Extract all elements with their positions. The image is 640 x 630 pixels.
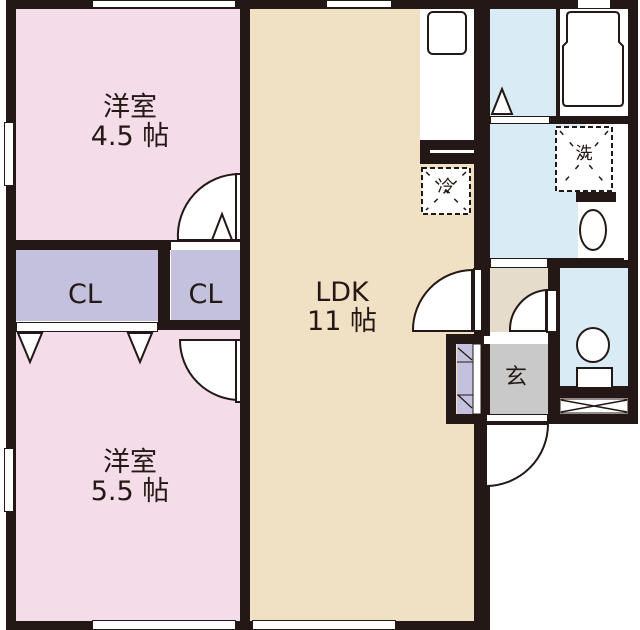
- bathtub-icon: [562, 11, 624, 107]
- sink-icon: [427, 11, 467, 55]
- toilet-floor: [560, 268, 628, 386]
- bath-right-strip: [624, 126, 628, 260]
- washroom-bottom-strip[interactable]: [490, 258, 548, 268]
- vent-icon: [560, 399, 628, 413]
- toilet-bowl-icon: [576, 327, 610, 363]
- washbasin-icon: [579, 209, 607, 251]
- wall-genkan-left: [446, 334, 456, 424]
- closet-1-floor: [15, 250, 159, 321]
- door-entrance: [485, 423, 550, 488]
- window-top-bath[interactable]: [578, 0, 610, 8]
- wall-closet-divider: [158, 240, 170, 330]
- ldk-size: 11 帖: [307, 306, 377, 338]
- wall-bath-divider: [556, 8, 560, 118]
- door-bedroom-2: [178, 339, 242, 403]
- washroom-door-strip[interactable]: [490, 116, 550, 124]
- western-room-1-size: 4.5 帖: [90, 121, 170, 153]
- closet-1-label: CL: [68, 279, 102, 310]
- toilet-tank-icon: [576, 367, 613, 389]
- washer-label: 洗: [575, 144, 593, 164]
- closet-1-door-marker-left: [16, 332, 44, 365]
- western-room-1-name: 洋室: [103, 92, 157, 123]
- wall-washer-bottom: [576, 192, 616, 202]
- hall-genkan-strip: [484, 336, 548, 344]
- window-top-ldk[interactable]: [326, 0, 392, 8]
- wall-closet-top: [6, 240, 250, 250]
- closet-2-label: CL: [188, 279, 223, 310]
- ldk-label: LDK 11 帖: [272, 278, 412, 336]
- kitchen-shelf-line: [430, 150, 474, 153]
- wall-bedroom-ldk: [240, 0, 250, 630]
- washroom-storage-marker: [490, 86, 514, 115]
- wall-outer-top: [6, 0, 638, 9]
- closet-1-sliding-door[interactable]: [16, 322, 158, 332]
- washer-icon: [555, 126, 613, 192]
- closet-2-door-strip[interactable]: [171, 242, 240, 250]
- ldk-name: LDK: [315, 277, 369, 308]
- door-toilet: [508, 288, 558, 333]
- closet-2-door-marker: [210, 211, 234, 241]
- closet-1-door-marker-right: [126, 332, 154, 365]
- closet-2-floor: [171, 250, 240, 321]
- refrigerator-label: 冷: [437, 177, 455, 197]
- wall-outer-left: [6, 0, 16, 630]
- window-top-left[interactable]: [92, 0, 236, 8]
- window-left-bedroom-1[interactable]: [4, 122, 14, 186]
- wall-outer-right: [628, 0, 638, 422]
- genkan-label: 玄: [504, 365, 527, 390]
- wall-outer-right-lower: [484, 414, 490, 630]
- western-room-2-label: 洋室 5.5 帖: [60, 448, 200, 506]
- wall-bath-bottom: [550, 116, 630, 124]
- western-room-2-name: 洋室: [103, 447, 157, 478]
- genkan-entry-strip: [486, 414, 548, 422]
- wall-genkan-top: [446, 334, 490, 344]
- wall-toilet-bottom: [548, 386, 638, 398]
- western-room-2-size: 5.5 帖: [90, 476, 170, 508]
- door-bedroom-1: [176, 172, 242, 241]
- window-left-bedroom-2[interactable]: [4, 448, 14, 512]
- door-ldk-hall: [411, 268, 483, 332]
- genkan-floor: [484, 344, 548, 414]
- western-room-1-label: 洋室 4.5 帖: [60, 93, 200, 151]
- wall-closet-bottom: [158, 320, 250, 330]
